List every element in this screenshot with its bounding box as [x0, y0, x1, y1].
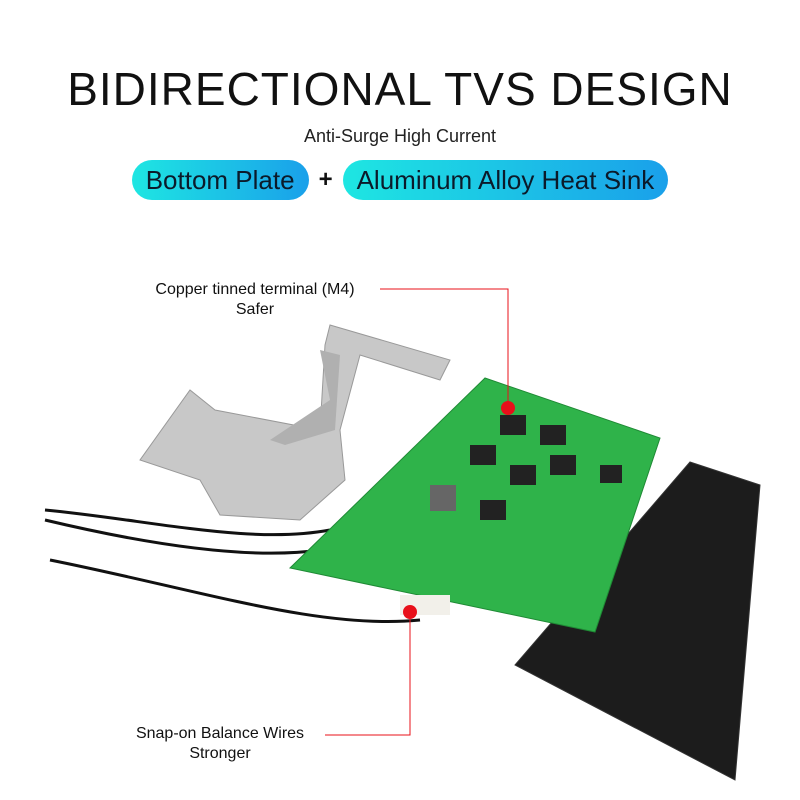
- subtitle: Anti-Surge High Current: [303, 126, 497, 146]
- plus-sign: +: [318, 166, 333, 193]
- callout-terminal: Copper tinned terminal (M4) Safer: [130, 280, 380, 320]
- terminal-callout-line: [380, 288, 509, 408]
- feature-pills: Bottom Plate + Aluminum Alloy Heat Sink: [0, 160, 800, 200]
- pill-heat-sink: Aluminum Alloy Heat Sink: [342, 160, 669, 200]
- balance-callout-line: [325, 612, 411, 736]
- callout-balance-note: Stronger: [189, 745, 251, 762]
- callout-balance: Snap-on Balance Wires Stronger: [115, 724, 325, 764]
- terminal-marker: [501, 401, 515, 415]
- wires: [44, 508, 331, 537]
- callout-balance-title: Snap-on Balance Wires: [135, 725, 305, 742]
- pcb-board: [288, 377, 661, 633]
- callout-terminal-title: Copper tinned terminal (M4): [155, 281, 355, 298]
- pill-bottom-plate: Bottom Plate: [131, 160, 309, 200]
- balance-marker: [403, 605, 417, 619]
- aluminum-heat-sink: [139, 324, 451, 521]
- callout-terminal-note: Safer: [235, 301, 275, 318]
- page-title: BIDIRECTIONAL TVS DESIGN: [67, 63, 733, 115]
